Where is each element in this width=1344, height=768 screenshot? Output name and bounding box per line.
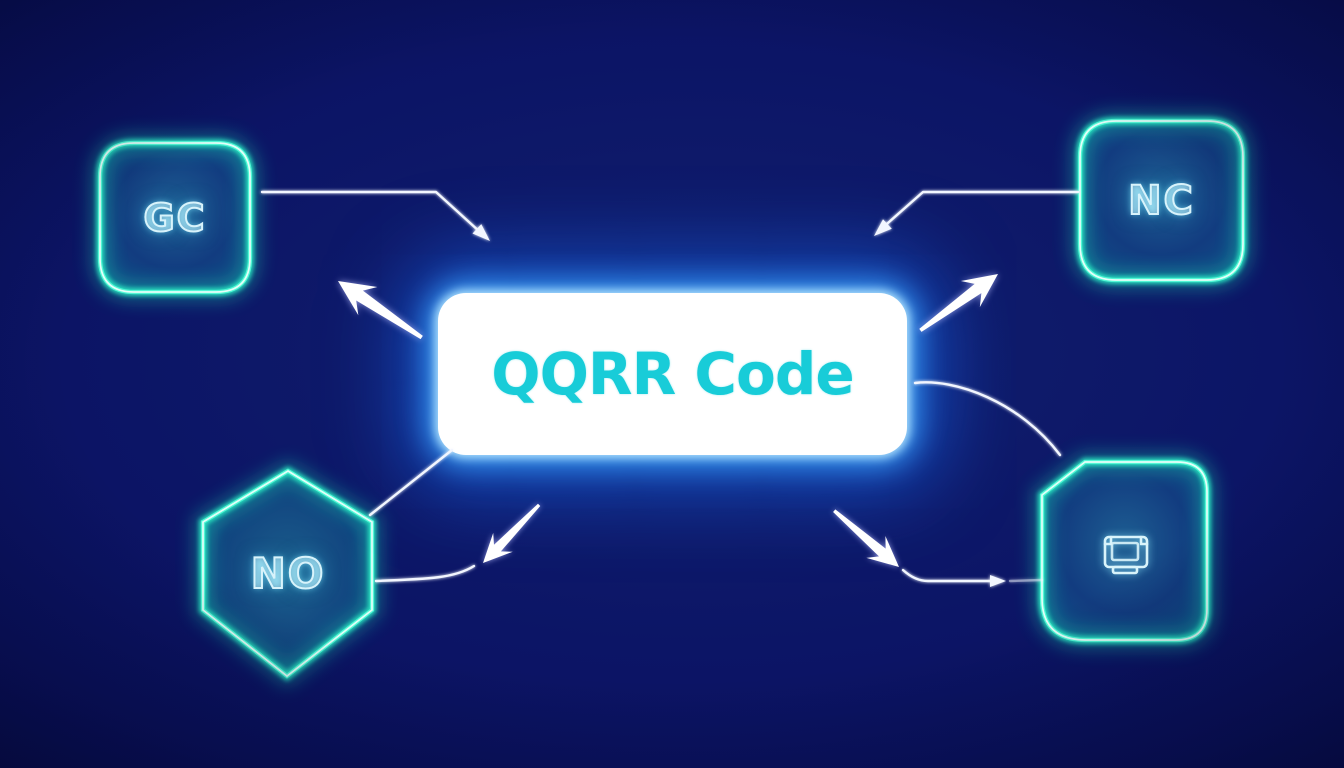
node-bottom-left-label: NO xyxy=(250,548,326,599)
center-node-label: QQRR Code xyxy=(491,340,854,408)
node-top-left-label: GC xyxy=(142,195,207,241)
printer-icon xyxy=(1096,528,1156,578)
node-top-right-label: NC xyxy=(1127,177,1195,225)
center-node: QQRR Code xyxy=(438,293,907,455)
